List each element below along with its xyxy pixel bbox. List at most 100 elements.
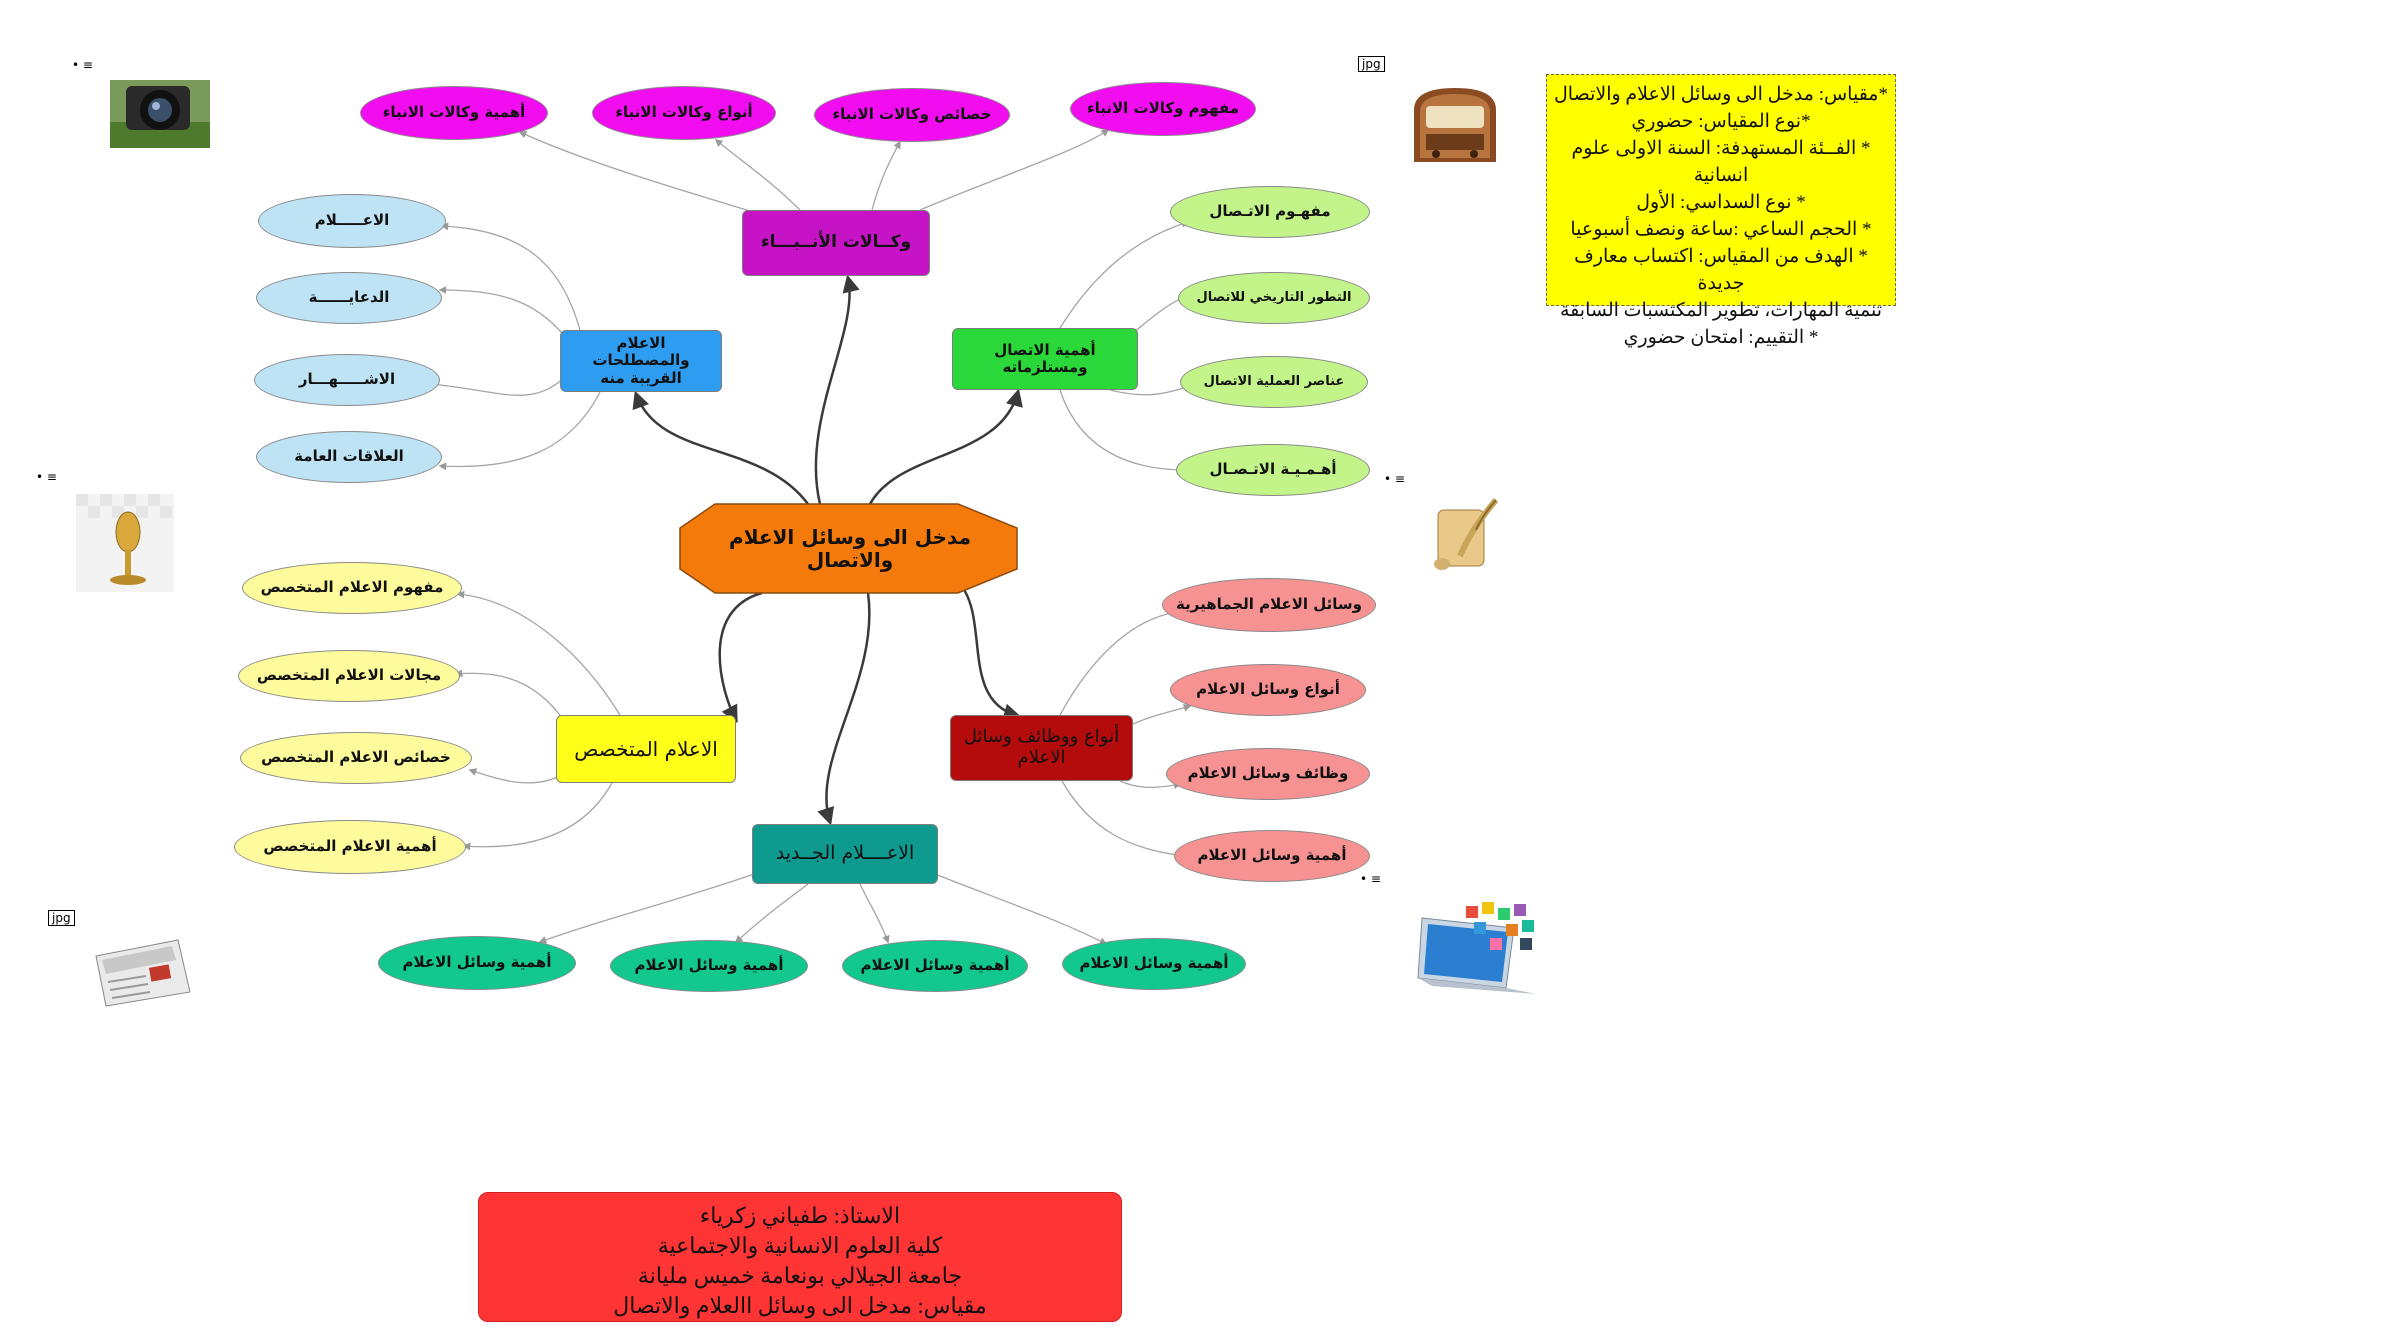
subtopic-agencies-types[interactable]: أنواع وكالات الانباء (592, 86, 776, 140)
footer-line: مقياس: مدخل الى وسائل االعلام والاتصال (613, 1293, 987, 1318)
subtopic-label: أهمية وكالات الانباء (382, 103, 526, 122)
subtopic-label: مفهـوم الاتـصال (1209, 202, 1331, 221)
connector-agencies-types (714, 139, 801, 211)
subtopic-label: أهمية الاعلام المتخصص (263, 837, 437, 856)
subtopic-label: خصائص وكالات الانباء (832, 105, 992, 124)
central-node-shape (679, 503, 1018, 594)
connector-agencies-concept (919, 129, 1110, 211)
subtopic-label: الدعايــــــة (308, 288, 390, 307)
subtopic-media-types[interactable]: أنواع وسائل الاعلام (1170, 664, 1366, 716)
subtopic-specialized-fields[interactable]: مجالات الاعلام المتخصص (238, 650, 460, 702)
newspaper-icon (95, 939, 191, 1007)
subtopic-propaganda[interactable]: الدعايــــــة (256, 272, 442, 324)
radio-icon (1414, 88, 1496, 162)
info-line: *مقياس: مدخل الى وسائل الاعلام والاتصال (1554, 84, 1888, 105)
connector-newmedia-1 (538, 871, 761, 944)
topic-label: الاعلام المتخصص (574, 736, 718, 761)
topic-label: وكــالات الأنــبـــاء (760, 232, 912, 253)
info-line: *نوع المقياس: حضوري (1631, 111, 1811, 132)
subtopic-agencies-characteristics[interactable]: خصائص وكالات الانباء (814, 88, 1010, 142)
subtopic-new-media-3[interactable]: أهمية وسائل الاعلام (842, 940, 1028, 992)
subtopic-communication-elements[interactable]: عناصر العملية الاتصال (1180, 356, 1368, 408)
info-line: * الحجم الساعي :ساعة ونصف أسبوعيا (1570, 219, 1872, 240)
microphone-icon (76, 494, 174, 592)
subtopic-advertising[interactable]: الاشـــــهـــار (254, 354, 440, 406)
connector-importance-concept (1059, 220, 1190, 329)
central-node[interactable]: مدخل الى وسائل الاعلام والاتصال (690, 506, 1010, 592)
subtopic-mass-media[interactable]: وسائل الاعلام الجماهيرية (1162, 578, 1376, 632)
subtopic-label: عناصر العملية الاتصال (1203, 373, 1345, 389)
connector-newmedia-3 (859, 883, 890, 944)
connector-agencies-importance (518, 131, 761, 215)
main-connectors (632, 274, 1023, 826)
subtopic-label: أهمية وسائل الاعلام (402, 953, 552, 972)
subtopic-specialized-concept[interactable]: مفهوم الاعلام المتخصص (242, 562, 462, 614)
connector-terms-advertising (428, 375, 567, 396)
subtopic-label: العلاقات العامة (294, 447, 404, 466)
subtopic-communication-importance[interactable]: أهـمـيـة الاتـصـال (1176, 444, 1370, 496)
connector-central-importance (868, 388, 1023, 505)
subtopic-label: الاشـــــهـــار (298, 370, 396, 389)
connector-central-specialized (718, 591, 763, 724)
connector-terms-pr (438, 391, 601, 471)
subtopic-new-media-1[interactable]: أهمية وسائل الاعلام (378, 936, 576, 990)
subtopic-label: التطور التاريخي للاتصال (1196, 289, 1352, 305)
instructor-info-box: الاستاذ: طفياني زكرياء كلية العلوم الانس… (478, 1192, 1122, 1322)
subtopic-label: مجالات الاعلام المتخصص (256, 666, 442, 685)
subtopic-agencies-concept[interactable]: مفهوم وكالات الانباء (1070, 82, 1256, 136)
connector-specialized-concept (456, 590, 621, 716)
topic-specialized-media[interactable]: الاعلام المتخصص (556, 715, 736, 783)
subtopic-label: أهمية وسائل الاعلام (1079, 954, 1229, 973)
connector-specialized-fields (454, 669, 571, 731)
subtopic-communication-concept[interactable]: مفهـوم الاتـصال (1170, 186, 1370, 238)
topic-related-terms[interactable]: الاعلام والمصطلحات القريبة منه (560, 330, 722, 392)
subtopic-public-relations[interactable]: العلاقات العامة (256, 431, 442, 483)
subtopic-media-importance[interactable]: أهمية وسائل الاعلام (1174, 830, 1370, 882)
subtopic-label: مفهوم وكالات الانباء (1086, 99, 1240, 118)
footer-line: الاستاذ: طفياني زكرياء (699, 1203, 901, 1228)
info-line: تنمية المهارات، تطوير المكتسبات السابقة (1560, 300, 1882, 321)
subtopic-specialized-characteristics[interactable]: خصائص الاعلام المتخصص (240, 732, 472, 784)
topic-label: أهمية الاتصال ومستلزماته (994, 340, 1096, 376)
footer-line: كلية العلوم الانسانية والاجتماعية (657, 1233, 943, 1258)
subtopic-label: أهمية وسائل الاعلام (1197, 846, 1347, 865)
connector-central-newmedia (817, 592, 871, 826)
subtopic-agencies-importance[interactable]: أهمية وكالات الانباء (360, 86, 548, 140)
central-node-label: مدخل الى وسائل الاعلام والاتصال (729, 525, 971, 572)
connector-types-mass (1059, 609, 1178, 716)
connector-types-importance (1061, 780, 1188, 860)
subtopic-label: أهمية وسائل الاعلام (634, 956, 784, 975)
connector-types-types (1127, 704, 1192, 727)
subtopic-label: أهمية وسائل الاعلام (860, 956, 1010, 975)
subtopic-label: أنواع وكالات الانباء (615, 103, 753, 122)
connector-importance-importance (1059, 389, 1188, 474)
subtopic-new-media-4[interactable]: أهمية وسائل الاعلام (1062, 938, 1246, 990)
connector-terms-media (440, 222, 581, 331)
subtopic-label: خصائص الاعلام المتخصص (261, 748, 451, 767)
image-marker: • ≡ (1384, 472, 1405, 486)
connector-terms-propaganda (438, 286, 573, 347)
subtopic-communication-history[interactable]: التطور التاريخي للاتصال (1178, 272, 1370, 324)
info-line: * نوع السداسي: الأول (1636, 192, 1806, 213)
camera-icon (110, 80, 210, 148)
topic-label: الاعــــلام الجــديد (775, 842, 915, 865)
connector-newmedia-2 (734, 883, 809, 944)
subtopic-media-functions[interactable]: وظائف وسائل الاعلام (1166, 748, 1370, 800)
subtopic-label: أنواع وسائل الاعلام (1196, 680, 1340, 699)
connector-agencies-characteristics (871, 140, 901, 211)
subtopic-new-media-2[interactable]: أهمية وسائل الاعلام (610, 940, 808, 992)
image-marker: • ≡ (1360, 872, 1381, 886)
topic-new-media[interactable]: الاعــــلام الجــديد (752, 824, 938, 884)
subtopic-specialized-importance[interactable]: أهمية الاعلام المتخصص (234, 820, 466, 874)
subtopic-label: وظائف وسائل الاعلام (1187, 764, 1349, 783)
subtopic-label: أهـمـيـة الاتـصـال (1209, 460, 1337, 479)
image-marker: • ≡ (72, 58, 93, 72)
topic-communication-importance[interactable]: أهمية الاتصال ومستلزماته (952, 328, 1138, 390)
subtopic-label: الاعـــــلام (314, 211, 390, 230)
connector-central-terms (632, 390, 809, 505)
topic-news-agencies[interactable]: وكــالات الأنــبـــاء (742, 210, 930, 276)
topic-media-types-functions[interactable]: أنواع ووظائف وسائل الاعلام (950, 715, 1133, 781)
info-line: * الفــئة المستهدفة: السنة الاولى علوم ا… (1571, 138, 1871, 186)
course-info-box: *مقياس: مدخل الى وسائل الاعلام والاتصال … (1546, 74, 1896, 348)
subtopic-media[interactable]: الاعـــــلام (258, 194, 446, 248)
